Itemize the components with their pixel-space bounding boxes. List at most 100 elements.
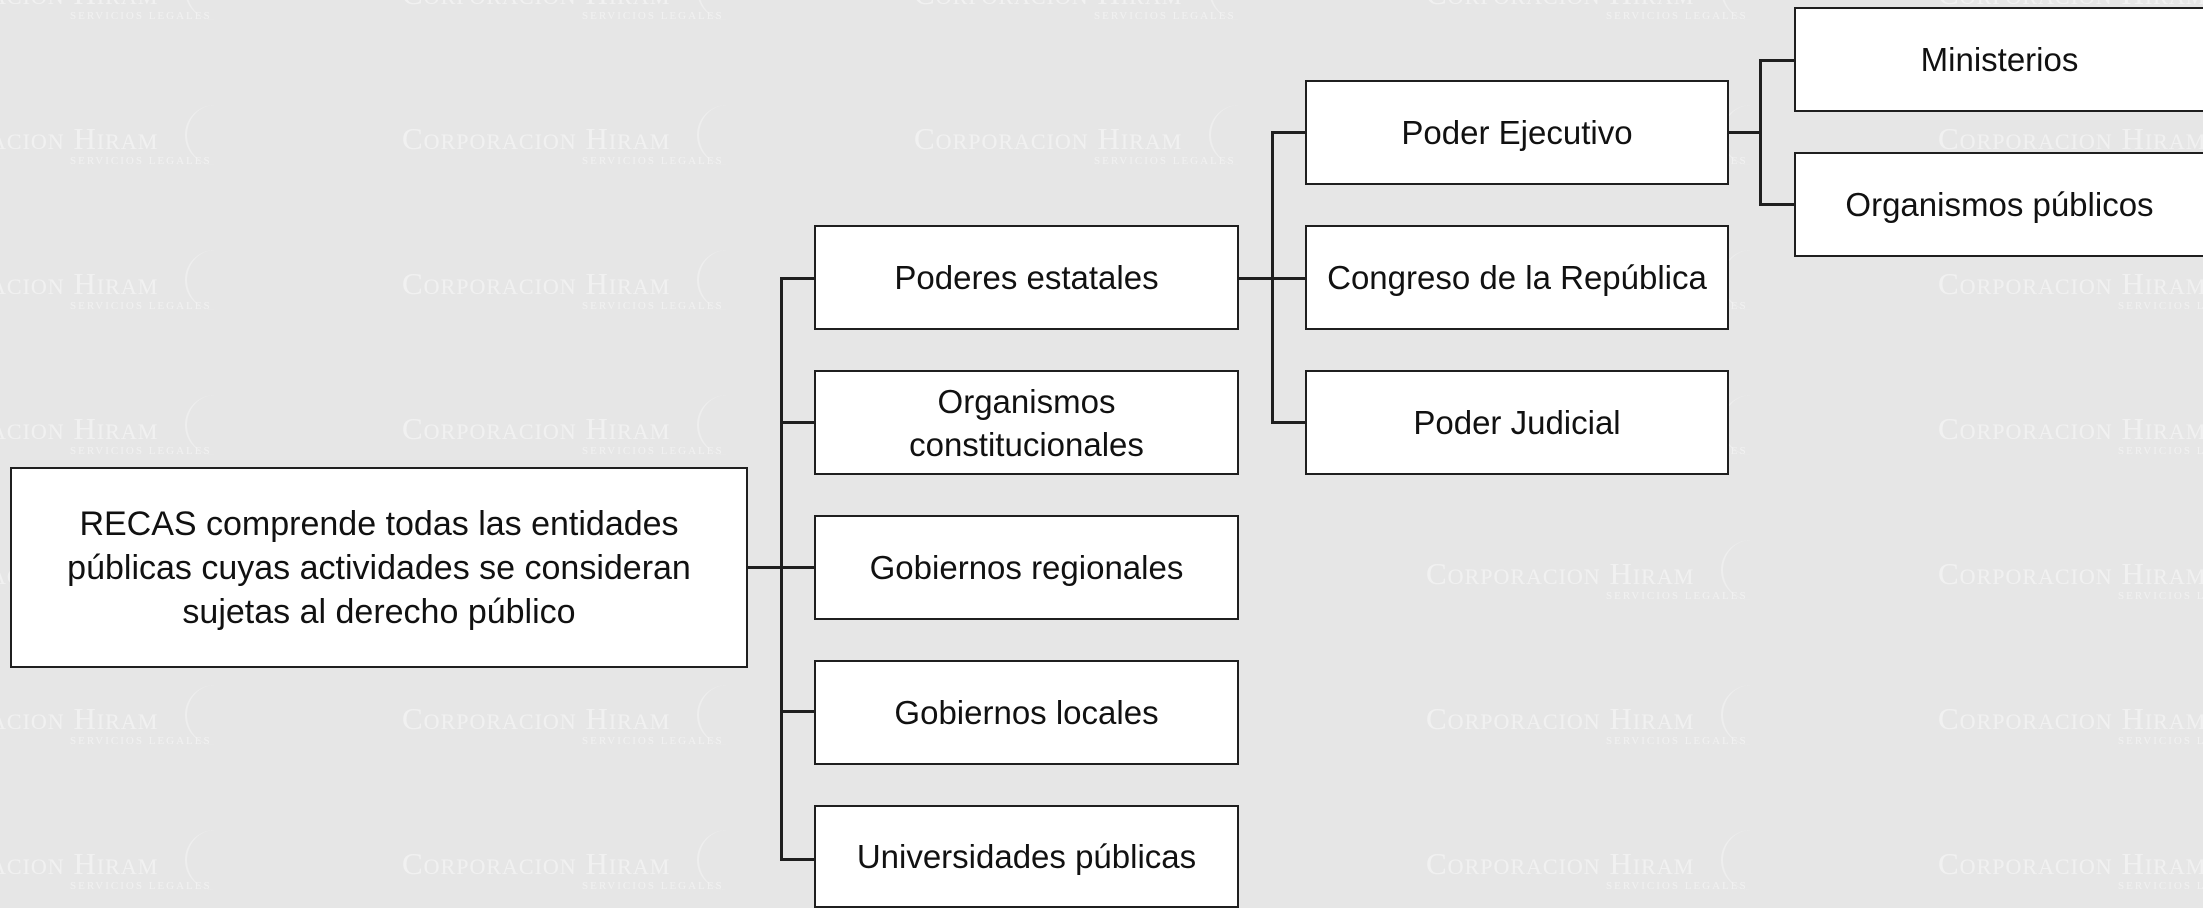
connector-root-trunk xyxy=(747,566,782,569)
level1-label: Gobiernos regionales xyxy=(869,549,1184,586)
watermark-text: Corporacion Hiram xyxy=(0,701,159,736)
connector-level1-branch xyxy=(780,421,814,424)
scales-of-justice-icon xyxy=(185,685,227,745)
connector-level1-branch xyxy=(780,277,814,280)
watermark-subtext: SERVICIOS LEGALES xyxy=(70,155,212,167)
watermark-subtext: SERVICIOS LEGALES xyxy=(2118,880,2203,892)
connector-level1-spine xyxy=(780,277,783,861)
watermark-subtext: SERVICIOS LEGALES xyxy=(582,155,724,167)
connector-ejecutivo-branch xyxy=(1759,203,1795,206)
watermark-subtext: SERVICIOS LEGALES xyxy=(2118,735,2203,747)
poder-label: Congreso de la República xyxy=(1327,259,1707,296)
ejecutivo-box: Organismos públicos xyxy=(1794,152,2203,257)
watermark-text: Corporacion Hiram xyxy=(402,846,671,881)
watermark-subtext: SERVICIOS LEGALES xyxy=(2118,445,2203,457)
level1-label: Universidades públicas xyxy=(856,838,1197,875)
scales-of-justice-icon xyxy=(697,395,739,455)
watermark-text: Corporacion Hiram xyxy=(0,411,159,446)
watermark-text: Corporacion Hiram xyxy=(0,121,159,156)
watermark-subtext: SERVICIOS LEGALES xyxy=(582,735,724,747)
watermark-subtext: SERVICIOS LEGALES xyxy=(1606,735,1748,747)
watermark-text: Corporacion Hiram xyxy=(914,0,1182,12)
watermark-text: Corporacion Hiram xyxy=(1938,266,2203,301)
level1-box: Poderes estatales xyxy=(814,225,1239,330)
watermark-subtext: SERVICIOS LEGALES xyxy=(582,880,724,892)
watermark-text: Corporacion Hiram xyxy=(402,121,671,156)
watermark-subtext: SERVICIOS LEGALES xyxy=(70,10,212,22)
watermark-text: Corporacion Hiram xyxy=(402,411,671,446)
watermark-text: Corporacion Hiram xyxy=(1938,701,2203,736)
watermark-subtext: SERVICIOS LEGALES xyxy=(1606,880,1748,892)
ejecutivo-label: Ministerios xyxy=(1920,41,2079,78)
level1-label: Poderes estatales xyxy=(894,259,1159,296)
watermark-text: Corporacion Hiram xyxy=(914,121,1183,156)
watermark-subtext: SERVICIOS LEGALES xyxy=(582,445,724,457)
watermark-subtext: SERVICIOS LEGALES xyxy=(70,880,212,892)
watermark-subtext: SERVICIOS LEGALES xyxy=(2118,300,2203,312)
poder-label: Poder Judicial xyxy=(1413,404,1621,441)
scales-of-justice-icon xyxy=(1721,830,1763,890)
watermark-text: Corporacion Hiram xyxy=(0,846,159,881)
scales-of-justice-icon xyxy=(185,250,227,310)
scales-of-justice-icon xyxy=(185,395,227,455)
root-box: RECAS comprende todas las entidades públ… xyxy=(10,467,748,668)
scales-of-justice-icon xyxy=(697,685,739,745)
watermark-text: Corporacion Hiram xyxy=(1426,846,1695,881)
watermark-text: Corporacion Hiram xyxy=(402,701,671,736)
connector-ejecutivo-branch xyxy=(1759,59,1795,62)
scales-of-justice-icon xyxy=(697,105,739,165)
scales-of-justice-icon xyxy=(697,250,739,310)
watermark-subtext: SERVICIOS LEGALES xyxy=(582,10,724,22)
level1-label: Gobiernos locales xyxy=(894,694,1159,731)
watermark-text: Corporacion Hiram xyxy=(1938,846,2203,881)
watermark-subtext: SERVICIOS LEGALES xyxy=(70,445,212,457)
ejecutivo-box: Ministerios xyxy=(1794,7,2203,112)
connector-level1-branch xyxy=(780,858,814,861)
watermark-subtext: SERVICIOS LEGALES xyxy=(70,735,212,747)
level1-box: Organismos constitucionales xyxy=(814,370,1239,475)
connector-level1-branch xyxy=(780,566,814,569)
watermark-text: Corporacion Hiram xyxy=(402,266,671,301)
watermark-subtext: SERVICIOS LEGALES xyxy=(582,300,724,312)
watermark-subtext: SERVICIOS LEGALES xyxy=(1606,10,1748,22)
watermark-text: Corporacion Hiram xyxy=(1938,411,2203,446)
watermark-text: Corporacion Hiram xyxy=(1938,556,2203,591)
poder-box: Congreso de la República xyxy=(1305,225,1729,330)
connector-poderes-branch xyxy=(1271,421,1306,424)
level1-box: Gobiernos regionales xyxy=(814,515,1239,620)
watermark-text: Corporacion Hiram xyxy=(0,0,158,12)
watermark-text: Corporacion Hiram xyxy=(1426,701,1695,736)
level1-label: Organismos constitucionales xyxy=(909,382,1144,463)
level1-box: Universidades públicas xyxy=(814,805,1239,908)
watermark-text: Corporacion Hiram xyxy=(1938,121,2203,156)
watermark-text: Corporacion Hiram xyxy=(1426,0,1694,12)
connector-poderes-spine xyxy=(1271,131,1274,423)
scales-of-justice-icon xyxy=(697,830,739,890)
connector-level1-branch xyxy=(780,710,814,713)
watermark-text: Corporacion Hiram xyxy=(0,266,159,301)
watermark-text: Corporacion Hiram xyxy=(1938,0,2203,12)
watermark-subtext: SERVICIOS LEGALES xyxy=(70,300,212,312)
scales-of-justice-icon xyxy=(1721,685,1763,745)
poder-box: Poder Ejecutivo xyxy=(1305,80,1729,185)
scales-of-justice-icon xyxy=(1209,105,1251,165)
level1-box: Gobiernos locales xyxy=(814,660,1239,765)
scales-of-justice-icon xyxy=(1721,540,1763,600)
